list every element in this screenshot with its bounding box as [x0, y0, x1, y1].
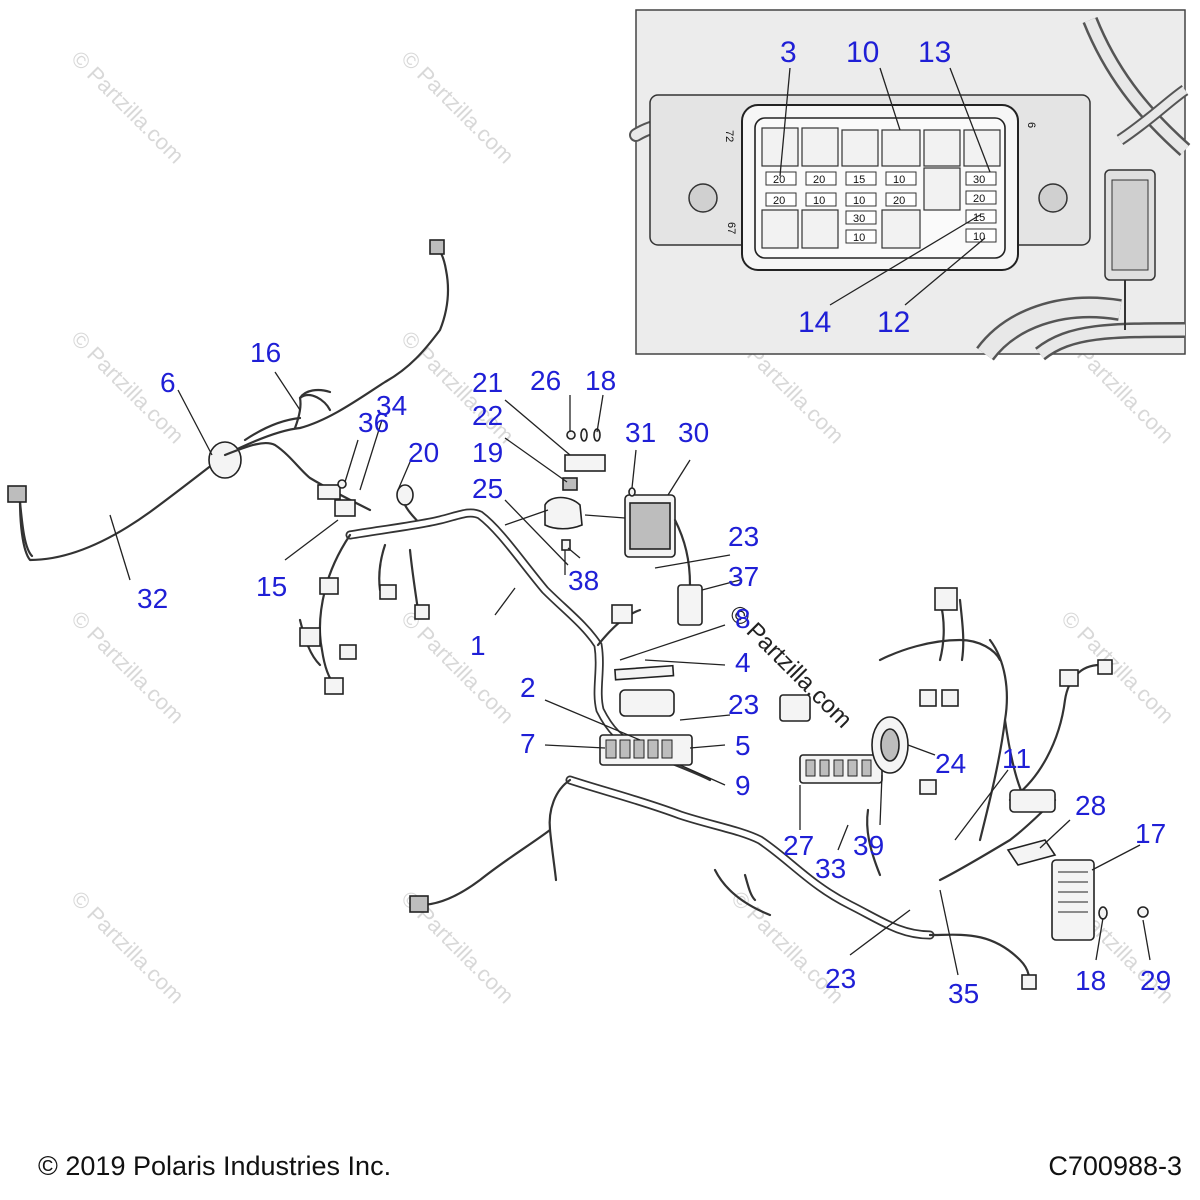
fuse-value: 10 [893, 174, 905, 186]
callout-18-lower: 18 [1075, 965, 1106, 996]
callout-4: 4 [735, 647, 751, 678]
callout-23-b: 23 [728, 689, 759, 720]
callout-36: 36 [358, 407, 389, 438]
callout-18-upper: 18 [585, 365, 616, 396]
fuse-value: 20 [893, 195, 905, 207]
main-harness [298, 508, 1113, 990]
callout-20: 20 [408, 437, 439, 468]
callout-21: 21 [472, 367, 503, 398]
callout-28: 28 [1075, 790, 1106, 821]
callout-34: 34 [376, 390, 407, 421]
center-components [337, 428, 1149, 941]
callout-14: 14 [798, 306, 831, 339]
callout-35: 35 [948, 978, 979, 1009]
callout-29: 29 [1140, 965, 1171, 996]
fuse-value: 10 [853, 232, 865, 244]
fuse-value: 30 [973, 174, 985, 186]
side-mark: 72 [723, 130, 735, 142]
fuse-value: 20 [813, 174, 825, 186]
callout-38: 38 [568, 565, 599, 596]
callout-15: 15 [256, 571, 287, 602]
fuse-value: 30 [853, 213, 865, 225]
callout-5: 5 [735, 730, 751, 761]
callout-39: 39 [853, 830, 884, 861]
fuse-value: 20 [973, 193, 985, 205]
callout-3: 3 [780, 36, 797, 69]
fuse-value: 10 [813, 195, 825, 207]
rear-harness [7, 239, 450, 562]
callout-33: 33 [815, 853, 846, 884]
callout-16: 16 [250, 337, 281, 368]
callout-12: 12 [877, 306, 910, 339]
fuse-box-inset: 20 20 15 10 30 20 10 10 20 20 30 15 10 1… [629, 9, 1191, 361]
watermark-8: © Partzilla.com [396, 606, 519, 729]
callout-23-a: 23 [728, 521, 759, 552]
drawing-number: C700988-3 [1048, 1151, 1182, 1181]
side-mark: 6 [1025, 122, 1037, 128]
callout-24: 24 [935, 748, 966, 779]
watermark-1: © Partzilla.com [66, 46, 189, 169]
callout-6: 6 [160, 367, 176, 398]
callout-8: 8 [735, 603, 751, 634]
callout-19: 19 [472, 437, 503, 468]
callout-27: 27 [783, 830, 814, 861]
callout-17: 17 [1135, 818, 1166, 849]
callout-10: 10 [846, 36, 879, 69]
callout-9: 9 [735, 770, 751, 801]
callout-22: 22 [472, 400, 503, 431]
callouts: 1 2 4 5 6 7 8 9 11 15 16 17 18 18 19 20 … [137, 337, 1171, 1009]
callout-13: 13 [918, 36, 951, 69]
copyright-notice: © 2019 Polaris Industries Inc. [38, 1151, 392, 1181]
watermark-10: © Partzilla.com [66, 886, 189, 1009]
callout-leaders [109, 371, 1151, 976]
fuse-value: 15 [973, 212, 985, 224]
callout-7: 7 [520, 728, 536, 759]
callout-1: 1 [470, 630, 486, 661]
fuse-value: 10 [973, 231, 985, 243]
fuse-value: 10 [853, 195, 865, 207]
callout-23-c: 23 [825, 963, 856, 994]
callout-37: 37 [728, 561, 759, 592]
callout-25: 25 [472, 473, 503, 504]
side-mark: 67 [725, 222, 737, 234]
callout-2: 2 [520, 672, 536, 703]
fuse-value: 15 [853, 174, 865, 186]
callout-31: 31 [625, 417, 656, 448]
fuse-value: 20 [773, 195, 785, 207]
callout-11: 11 [1002, 743, 1031, 774]
watermark-2: © Partzilla.com [396, 46, 519, 169]
callout-26: 26 [530, 365, 561, 396]
fuse-value: 20 [773, 174, 785, 186]
callout-30: 30 [678, 417, 709, 448]
callout-32: 32 [137, 583, 168, 614]
watermark-7: © Partzilla.com [66, 606, 189, 729]
watermark-9: © Partzilla.com [1056, 606, 1179, 729]
